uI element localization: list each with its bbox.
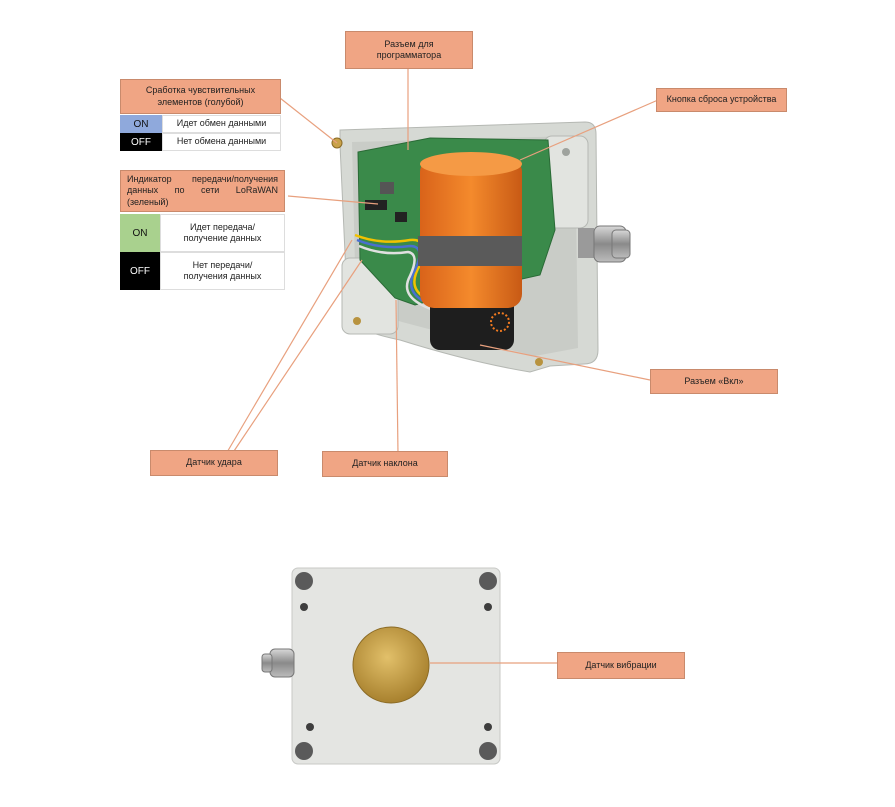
programmer-connector-callout: Разъем для программатора [345, 31, 473, 69]
lora-legend-on-state: ON [120, 214, 160, 252]
lora-legend-off-text: Нет передачи/получения данных [160, 252, 285, 290]
lorawan-indicator-callout: Индикатор передачи/получения данных по с… [120, 170, 285, 212]
vibration-sensor-callout: Датчик вибрации [557, 652, 685, 679]
leader-lines [225, 68, 659, 664]
sensor-legend-on-text: Идет обмен данными [162, 115, 281, 133]
sensor-legend-off-row: OFF Нет обмена данными [120, 133, 281, 151]
shock-sensor-callout: Датчик удара [150, 450, 278, 476]
open-device-photo [331, 121, 631, 373]
lora-legend-on-text: Идет передача/получение данных [160, 214, 285, 252]
sensor-legend-off-state: OFF [120, 133, 162, 151]
sensor-legend-on-state: ON [120, 115, 162, 133]
tilt-sensor-callout: Датчик наклона [322, 451, 448, 477]
lora-legend-on-row: ON Идет передача/получение данных [120, 214, 285, 252]
lora-legend-off-row: OFF Нет передачи/получения данных [120, 252, 285, 290]
reset-button-callout: Кнопка сброса устройства [656, 88, 787, 112]
closed-device-photo [261, 567, 501, 765]
sensor-trigger-callout: Сработка чувствительных элементов (голуб… [120, 79, 281, 114]
lora-legend-off-state: OFF [120, 252, 160, 290]
power-connector-callout: Разъем «Вкл» [650, 369, 778, 394]
sensor-legend-on-row: ON Идет обмен данными [120, 115, 281, 133]
sensor-legend-off-text: Нет обмена данными [162, 133, 281, 151]
